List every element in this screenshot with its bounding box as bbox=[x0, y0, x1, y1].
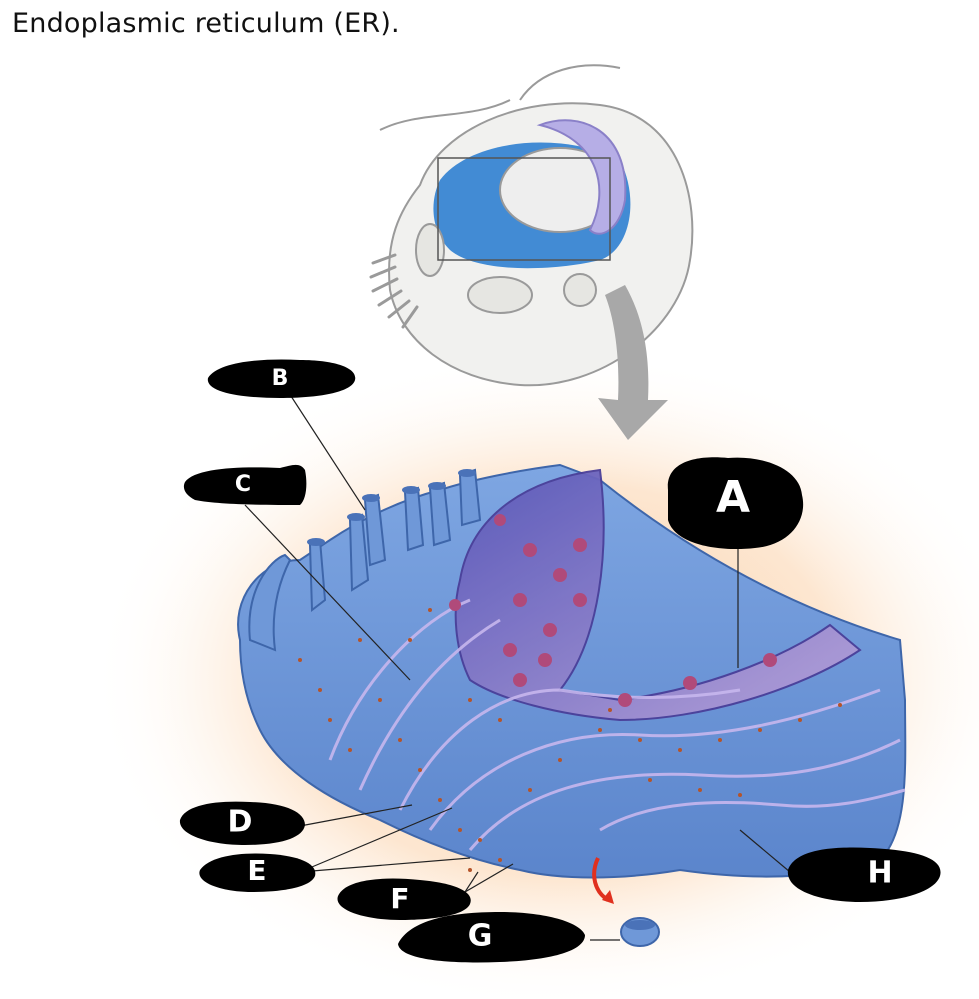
label-H-text: H bbox=[867, 856, 892, 891]
er-illustration bbox=[237, 463, 907, 947]
label-D-text: D bbox=[228, 805, 253, 840]
label-A: A bbox=[667, 457, 804, 550]
inset-cell bbox=[369, 64, 694, 387]
label-G-text: G bbox=[468, 919, 493, 954]
zoom-arrow bbox=[598, 285, 668, 440]
label-D: D bbox=[179, 801, 305, 845]
label-C-text: C bbox=[235, 472, 251, 497]
label-C: C bbox=[183, 464, 307, 505]
label-B: B bbox=[207, 359, 356, 398]
label-F: F bbox=[337, 878, 471, 920]
label-A-text: A bbox=[716, 472, 750, 523]
label-G: G bbox=[398, 912, 585, 963]
leader-lines bbox=[244, 392, 791, 941]
inset-selection-box bbox=[437, 157, 611, 261]
label-E: E bbox=[199, 853, 316, 892]
label-E-text: E bbox=[247, 854, 266, 887]
page-title: Endoplasmic reticulum (ER). bbox=[12, 8, 400, 39]
transport-vesicle bbox=[620, 917, 660, 947]
label-B-text: B bbox=[272, 366, 289, 391]
label-F-text: F bbox=[390, 882, 409, 915]
label-H: H bbox=[787, 847, 941, 902]
